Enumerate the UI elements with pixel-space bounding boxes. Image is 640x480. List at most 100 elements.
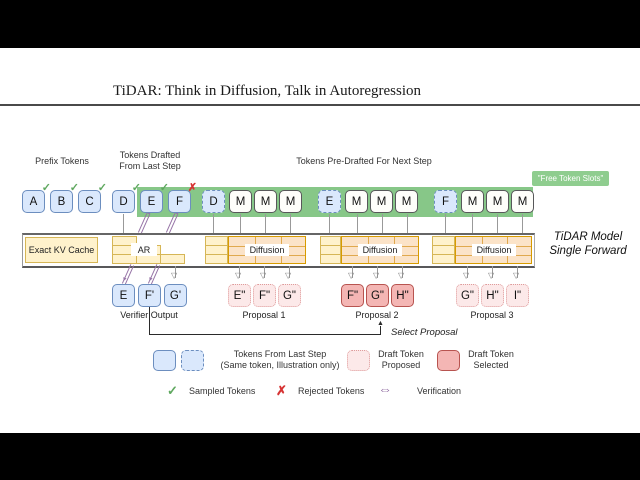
token-label: C: [85, 195, 94, 208]
legend-proposed-text: Draft Token Proposed: [367, 349, 435, 370]
arrow-down-open-icon: ▽: [285, 271, 292, 280]
legend-last-step-line2: (Same token, Illustration only): [220, 359, 340, 370]
output-arrow-line: [239, 266, 240, 278]
legend-rejected-label: Rejected Tokens: [298, 386, 365, 396]
token-label: M: [401, 195, 412, 208]
prefix-token-b: B✓: [50, 183, 79, 213]
x-icon: ✗: [276, 383, 287, 398]
output-arrow-line: [175, 266, 176, 278]
token-label: H": [486, 289, 499, 302]
proposal1-label: Proposal 1: [242, 310, 286, 320]
arrow-down-open-icon: ▽: [373, 271, 380, 280]
arrow-down-open-icon: ▽: [348, 271, 355, 280]
prefix-token-a: A✓: [22, 183, 51, 213]
attn-cell: [320, 254, 341, 264]
prefix-tokens-label: Prefix Tokens: [35, 156, 89, 166]
legend-sampled-label: Sampled Tokens: [189, 386, 256, 396]
token-label: F: [175, 195, 184, 208]
drafted-token-f: F✗: [168, 183, 197, 213]
model-name: TiDAR Model Single Forward: [536, 231, 640, 258]
verifier-token: F': [138, 284, 161, 307]
check-icon: ✓: [167, 383, 178, 398]
proposal3-token: I": [506, 284, 529, 307]
predraft-token-d: D: [202, 190, 225, 213]
legend-blue-solid-box: [153, 350, 176, 371]
token-label: M: [235, 195, 246, 208]
diffusion-block-label: Diffusion: [358, 244, 402, 256]
token-label: A: [29, 195, 38, 208]
select-proposal-line: [149, 307, 151, 335]
token-label: G": [282, 289, 297, 302]
attn-cell: [432, 254, 455, 264]
mask-token: M: [486, 190, 509, 213]
legend-proposed-line2: Proposed: [381, 359, 421, 370]
predraft-token-f: F: [434, 190, 457, 213]
connector-line: [445, 214, 446, 233]
select-proposal-line: [380, 326, 382, 335]
attn-cell: [160, 254, 185, 264]
connector-line: [357, 214, 358, 233]
predrafted-label: Tokens Pre-Drafted For Next Step: [296, 156, 432, 166]
connector-line: [472, 214, 473, 233]
proposal1-token: G": [278, 284, 301, 307]
legend-pink-solid-box: [437, 350, 460, 371]
arrow-up-icon: ▲: [377, 320, 384, 327]
token-label: M: [376, 195, 387, 208]
token-label: M: [517, 195, 528, 208]
mask-token: M: [511, 190, 534, 213]
verifier-token: G': [164, 284, 187, 307]
prefix-token-c: C✓: [78, 183, 107, 213]
arrow-down-open-icon: ▽: [488, 271, 495, 280]
token-label: G": [370, 289, 385, 302]
legend-verification-label: Verification: [417, 386, 462, 396]
letterbox-top: [0, 0, 640, 48]
token-label: B: [57, 195, 66, 208]
proposal3-token: G": [456, 284, 479, 307]
legend-selected-text: Draft Token Selected: [457, 349, 525, 370]
token-label: G": [460, 289, 475, 302]
arrow-down-open-icon: ▽: [463, 271, 470, 280]
legend-blue-dashed-box: [181, 350, 204, 371]
tokens-drafted-line1: Tokens Drafted: [119, 150, 181, 160]
drafted-token-d: D✓: [112, 183, 141, 213]
token-label: F': [144, 289, 155, 302]
output-arrow-line: [289, 266, 290, 278]
mask-token: M: [254, 190, 277, 213]
select-proposal-line: [149, 334, 381, 336]
token-label: I": [513, 289, 522, 302]
model-name-line2: Single Forward: [549, 244, 627, 257]
page-title: TiDAR: Think in Diffusion, Talk in Autor…: [113, 83, 421, 99]
check-icon: ✓: [159, 182, 169, 194]
mask-token: M: [279, 190, 302, 213]
ar-block-label: AR: [131, 243, 157, 256]
token-label: M: [260, 195, 271, 208]
double-arrow-icon: ⇔: [378, 381, 392, 397]
token-label: G': [169, 289, 182, 302]
proposal3-token: H": [481, 284, 504, 307]
legend-last-step-line1: Tokens From Last Step: [233, 349, 327, 359]
model-band: Exact KV Cache AR Diffusion Diffusion: [22, 233, 535, 268]
token-label: F": [258, 289, 271, 302]
proposal2-token: F": [341, 284, 364, 307]
arrow-down-open-icon: ▽: [513, 271, 520, 280]
title-divider: [0, 104, 640, 106]
connector-line: [240, 214, 241, 233]
token-label: E: [119, 289, 128, 302]
diffusion-block-label: Diffusion: [245, 244, 289, 256]
letterbox-bottom: [0, 433, 640, 480]
connector-line: [265, 214, 266, 233]
model-name-line1: TiDAR Model: [553, 231, 623, 243]
token-label: E": [233, 289, 246, 302]
connector-line: [407, 214, 408, 233]
token-label: E: [147, 195, 156, 208]
token-label: D: [209, 195, 218, 208]
diffusion-block-label: Diffusion: [472, 244, 516, 256]
mask-token: M: [345, 190, 368, 213]
connector-line: [329, 214, 330, 233]
token-label: M: [492, 195, 503, 208]
select-proposal-label: Select Proposal: [391, 327, 458, 338]
verifier-token: E: [112, 284, 135, 307]
check-icon: ✓: [69, 182, 79, 194]
token-label: E: [325, 195, 334, 208]
